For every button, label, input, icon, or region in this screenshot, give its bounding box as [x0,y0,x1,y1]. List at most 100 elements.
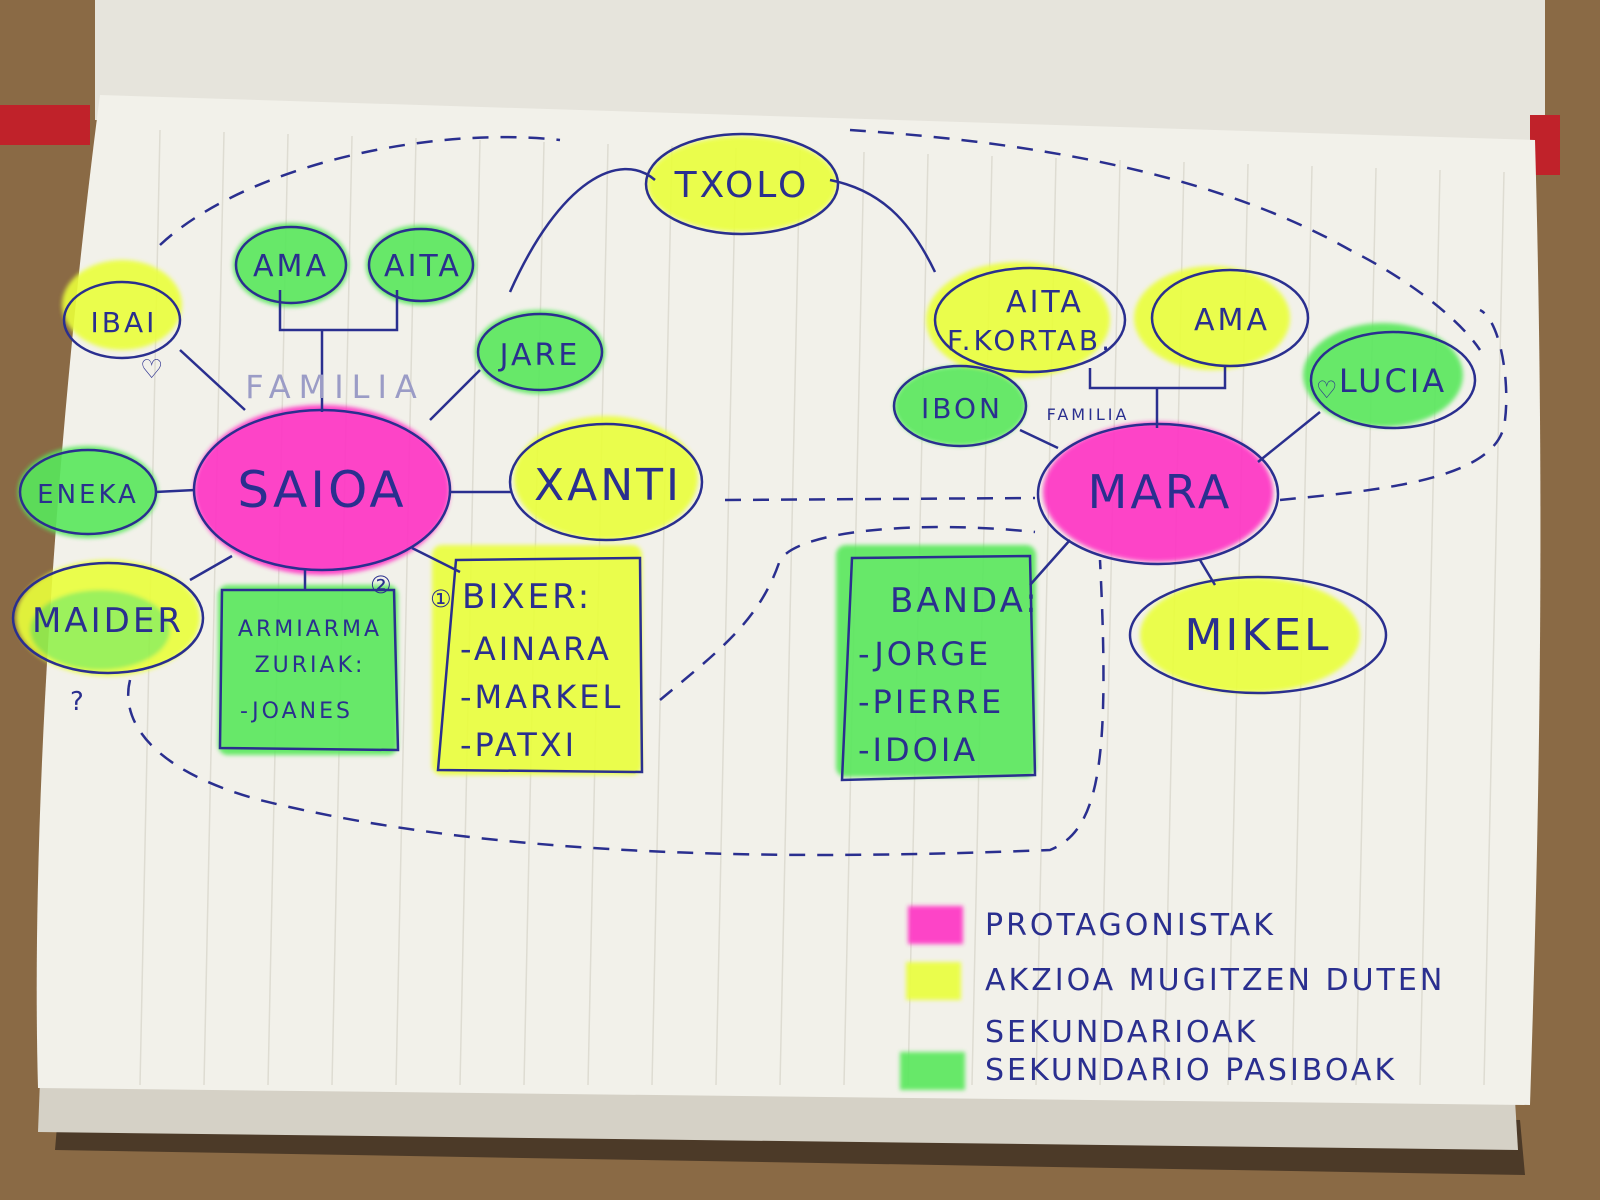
node-ibon: IBON [921,392,1003,425]
ruled-line [779,149,801,1086]
banda-member-list: -JORGE -PIERRE -IDOIA [858,635,1004,769]
hl-mara [1043,422,1273,562]
ruled-line [715,147,737,1086]
outline-ama-saioa [234,225,348,305]
hl-banda [836,545,1036,777]
outline-txolo [644,132,840,236]
dash-xanti-mara [724,496,1036,502]
bixer-title: BIXER: [462,577,592,617]
node-ama-saioa: AMA [253,249,329,284]
node-saioa: SAIOA [237,461,406,519]
legend-label: AKZIOA MUGITZEN DUTEN [985,963,1445,998]
outline-ibon [892,364,1028,448]
hl-txolo [647,136,837,232]
ruled-line [203,131,225,1086]
outline-ama-mara [1150,268,1310,368]
hl-ibai [62,260,182,350]
outline-aita-mara [933,266,1127,374]
armiarma-title-line: ARMIARMA [238,617,382,642]
hl-jare [475,310,605,394]
outline-lucia [1309,330,1477,430]
hl-xanti [514,416,698,540]
dashed-links [126,128,1508,857]
hl-maider-green [30,590,170,670]
node-aita-mara-line2: F.KORTAB. [947,324,1113,357]
link-ibai-saioa [179,349,246,411]
outline-mikel [1128,575,1388,695]
link-txolo-arc [508,167,937,293]
outline-bixer [436,556,644,774]
node-maider: MAIDER [32,601,184,641]
node-ibai: IBAI [91,306,158,339]
legend: PROTAGONISTAK AKZIOA MUGITZEN DUTEN SEKUND… [985,908,1445,1088]
hl-legend-3 [900,1052,965,1090]
link-ibon-mara [1019,428,1059,450]
dash-markel-banda [659,525,1036,701]
link-jare-saioa [429,369,481,421]
ruled-line [1419,169,1441,1086]
link-lucia-mara [1257,411,1321,463]
banda-title: BANDA: [890,581,1040,621]
link-bixer-saioa [411,546,461,574]
bixer-member: -MARKEL [460,678,623,716]
outline-xanti [508,422,704,542]
node-mikel: MIKEL [1184,610,1331,661]
outline-banda [840,554,1037,782]
bixer-member-list: -AINARA -MARKEL -PATXI [460,630,623,764]
link-family-tree-mara [1088,365,1227,428]
outline-aita-saioa [367,227,475,303]
hl-mikel [1140,577,1360,693]
highlight-layer [16,136,1463,1090]
heart-ibai: ♡ [140,355,166,385]
banda-member: -JORGE [858,635,991,673]
hl-legend-2 [906,962,961,1000]
node-xanti: XANTI [534,460,682,511]
banda-member: -PIERRE [858,683,1004,721]
legend-label: SEKUNDARIOAK [985,1015,1258,1050]
outline-ibai [62,280,182,360]
armiarma-marker: ② [370,571,395,599]
link-mikel-mara [1198,559,1217,586]
heart-lucia: ♡ [1316,376,1341,404]
link-family-tree-saioa [278,290,399,412]
legend-label: PROTAGONISTAK [985,908,1276,943]
link-eneka-saioa [154,488,196,494]
ruled-line [1355,167,1377,1086]
banda-member: -IDOIA [858,731,978,769]
familia-label-mara: FAMILIA [1047,405,1130,424]
saioa-side: SAIOA FAMILIA AMA AITA IBAI JARE ENEKA X… [32,249,682,764]
connectors [154,167,1321,590]
hl-ama-saioa [233,223,349,307]
bixer-member: -AINARA [460,630,612,668]
hl-lucia [1303,323,1463,427]
legend-label: SEKUNDARIO PASIBOAK [985,1053,1397,1088]
link-maider-saioa [189,554,233,582]
dash-outer-loop [126,128,1482,857]
node-aita-saioa: AITA [384,249,462,284]
hl-ibon [894,366,1026,446]
hl-saioa [194,405,450,575]
hl-bixer [432,545,642,775]
familia-label-saioa: FAMILIA [245,368,425,406]
hl-eneka [18,446,158,538]
outline-armiarma [218,588,400,752]
node-mara: MARA [1088,465,1233,519]
ruled-line [651,145,673,1086]
bixer-member: -PATXI [460,726,577,764]
hl-legend-1 [908,906,963,944]
node-jare: JARE [498,338,581,373]
hl-armiarma [218,585,398,755]
ruled-line [1483,171,1505,1086]
mara-side: MARA FAMILIA AITA F.KORTAB. AMA IBON LUC… [858,285,1447,769]
node-lucia: LUCIA [1339,362,1447,400]
hl-aita-saioa [366,225,476,305]
bixer-marker: ① [430,585,455,613]
node-eneka: ENEKA [37,480,139,510]
hl-aita-mara [926,262,1110,378]
dash-mara-right [1279,308,1508,502]
node-txolo: TXOLO [674,165,810,206]
bookmark-ribbon [0,105,90,145]
outline-jare [476,312,604,392]
shared-node: TXOLO [674,165,810,206]
